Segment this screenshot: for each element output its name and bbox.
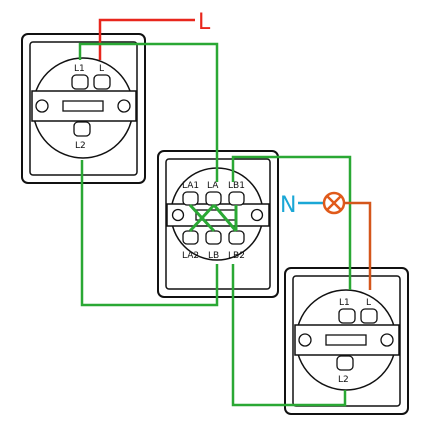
- lamp-icon: [322, 191, 346, 215]
- terminal-label-l2: L2: [75, 141, 86, 151]
- terminal-label-l2: L2: [338, 375, 349, 385]
- traveller-middle-lb1-to-bottom-l1: [231, 155, 352, 290]
- terminal-label-la1: LA1: [182, 181, 199, 191]
- terminal-l: [93, 74, 111, 90]
- traveller-top-l1-to-middle-la1: [78, 42, 219, 182]
- terminal-lb2: [228, 230, 245, 245]
- switch-top: L1 L L2: [21, 33, 146, 184]
- terminal-la: [205, 191, 222, 206]
- terminal-la1: [182, 191, 199, 206]
- terminal-lb1: [228, 191, 245, 206]
- terminal-label-l: L: [366, 298, 371, 308]
- line-wire: [98, 18, 195, 60]
- internal-link-la-la2: [188, 203, 216, 233]
- lamp-wire: [344, 201, 372, 290]
- terminal-l2: [73, 121, 91, 137]
- terminal-label-l: L: [99, 64, 104, 74]
- traveller-top-l2-to-middle-la2: [80, 160, 219, 307]
- traveller-middle-lb2-to-bottom-l2: [231, 264, 347, 407]
- terminal-l2: [336, 355, 354, 371]
- neutral-label: N: [280, 193, 296, 218]
- terminal-label-lb: LB: [208, 251, 219, 261]
- terminal-la2: [182, 230, 199, 245]
- terminal-label-lb2: LB2: [228, 251, 245, 261]
- terminal-label-la: LA: [207, 181, 219, 191]
- switch-bottom: L1 L L2: [284, 267, 409, 415]
- terminal-label-l1: L1: [74, 64, 85, 74]
- line-label: L: [198, 10, 211, 35]
- internal-link-la-lb1: [212, 204, 238, 232]
- terminal-l1: [338, 308, 356, 324]
- terminal-label-l1: L1: [339, 298, 350, 308]
- terminal-l1: [71, 74, 89, 90]
- switch-middle: LA1 LA LB1 LA2 LB LB2: [157, 150, 279, 298]
- terminal-label-lb1: LB1: [228, 181, 245, 191]
- terminal-l: [360, 308, 378, 324]
- terminal-label-la2: LA2: [182, 251, 199, 261]
- terminal-lb: [205, 230, 222, 245]
